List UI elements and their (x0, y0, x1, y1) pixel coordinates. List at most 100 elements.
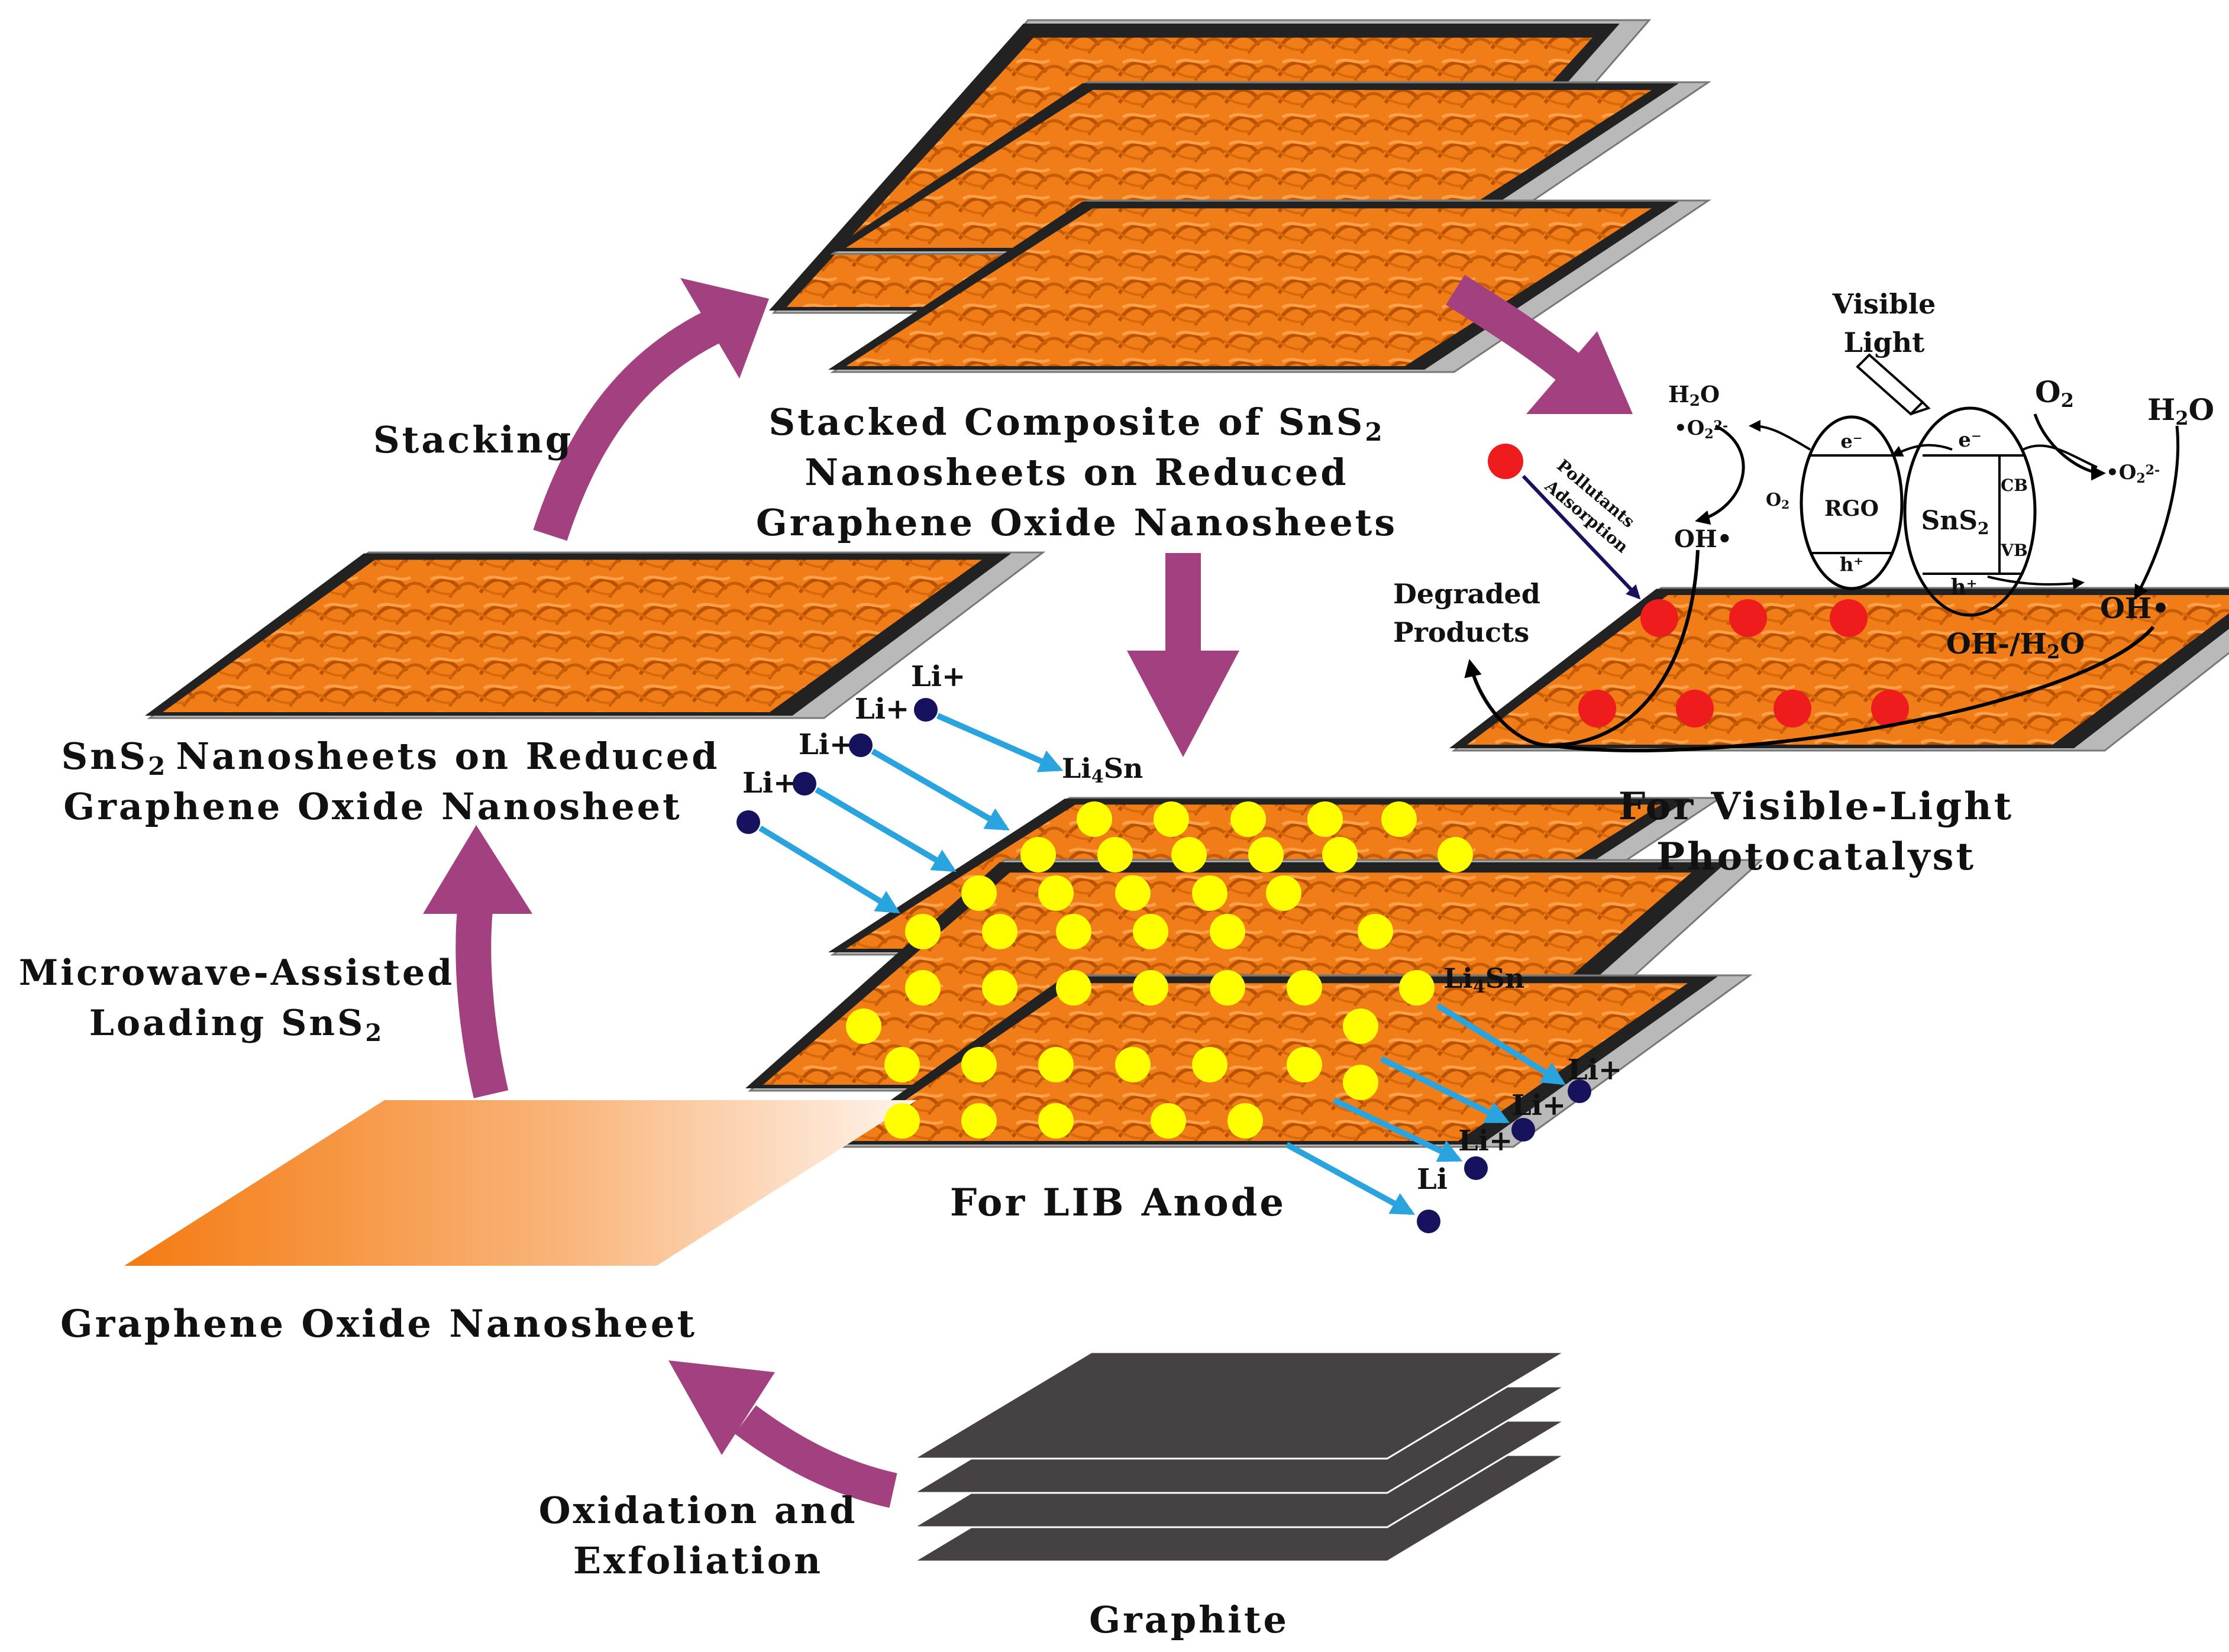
lixsn-label-top: Li4Sn (1062, 752, 1143, 787)
h2o-left-label: H2O (1668, 381, 1720, 410)
li-label-out-2: Li+ (1511, 1089, 1566, 1122)
lixsn-particle (1154, 801, 1189, 837)
pollutant-particle (1830, 599, 1868, 637)
lixsn-particle (1343, 1008, 1378, 1044)
lixsn-particle (884, 1047, 920, 1082)
lixsn-particle (1266, 875, 1301, 911)
li-label-in-1: Li+ (911, 660, 965, 693)
li-insertion-arrow (936, 713, 1064, 772)
photocatalyst-loops (1464, 549, 2155, 752)
cb-label: CB (2001, 476, 2028, 495)
lixsn-particle (982, 914, 1017, 949)
lixsn-particle (1133, 914, 1168, 949)
lixsn-particle (1287, 1047, 1322, 1082)
pollutant-particle (1773, 690, 1811, 728)
stacking-arrow (533, 306, 729, 541)
stacked-composite-title-line3: Graphene Oxide Nanosheets (756, 501, 1397, 544)
rgo-label: RGO (1824, 496, 1879, 521)
to-lib-arrow-head (1127, 651, 1239, 757)
oxidation-arrow (735, 1405, 897, 1508)
pollutant-particle (1578, 690, 1616, 728)
li-label-out-4: Li (1417, 1163, 1448, 1196)
lixsn-particle (1227, 1103, 1263, 1139)
lixsn-particle (846, 1008, 881, 1044)
lixsn-particle (1322, 837, 1358, 872)
li-ion-layer: Li4Sn Li4Sn Li+ Li+ Li+ Li+ Li+ Li+ Li+ … (736, 660, 1622, 1233)
microwave-arrow-head (423, 825, 532, 914)
pollutant-particle (1640, 599, 1678, 637)
microwave-arrow (456, 897, 509, 1098)
sns2-band-ellipse (1903, 406, 2037, 617)
li-ion (914, 698, 938, 722)
lixsn-particle (1248, 837, 1284, 872)
li-insertion-arrow (758, 825, 900, 914)
photocatalyst-label-line1: For Visible-Light (1619, 784, 2014, 829)
photocatalyst-label-line2: Photocatalyst (1656, 835, 1976, 879)
li-extraction-arrow (1332, 1097, 1463, 1162)
lixsn-particle (1020, 837, 1056, 872)
oh-radical-right-label: OH• (2100, 592, 2170, 625)
lixsn-particle (961, 1047, 997, 1082)
li-ion (849, 733, 873, 757)
oh-radical-left-label: OH• (1674, 525, 1732, 553)
sns2-rgo-label-line2: Graphene Oxide Nanosheet (63, 785, 681, 828)
graphite-layer (910, 1351, 1568, 1460)
lixsn-particle (1038, 1103, 1074, 1139)
lixsn-particle (1307, 801, 1343, 837)
li-label-out-3: Li+ (1458, 1124, 1513, 1158)
li-ion (1417, 1210, 1440, 1233)
lixsn-particle (905, 914, 941, 949)
lixsn-particle (1358, 914, 1393, 949)
lixsn-particle (1171, 837, 1207, 872)
lixsn-particle (1381, 801, 1417, 837)
light-beam (1856, 353, 1924, 416)
lixsn-particle (1437, 837, 1473, 872)
li-label-in-2: Li+ (855, 693, 909, 726)
lixsn-particle (1115, 1047, 1151, 1082)
vb-label: VB (2000, 541, 2027, 560)
sns2-layer (846, 208, 1652, 366)
lixsn-particle (1230, 801, 1266, 837)
sns2-electron-label: e⁻ (1958, 428, 1982, 452)
lixsn-particle (1343, 1065, 1378, 1100)
to-photocatalyst-arrow-head (1526, 331, 1633, 414)
lixsn-particle (961, 1103, 997, 1139)
labels: Stacked Composite of SnS2 Nanosheets on … (19, 400, 2014, 1641)
lixsn-particle (1151, 1103, 1186, 1139)
li-label-in-4: Li+ (742, 767, 797, 800)
li-ion (736, 810, 760, 834)
li-label-in-3: Li+ (799, 728, 853, 761)
lixsn-particle (1056, 914, 1091, 949)
li-extraction-arrow (1436, 1003, 1566, 1085)
sns2-layer (163, 560, 982, 712)
lixsn-particle (1038, 875, 1074, 911)
stacking-label: Stacking (373, 418, 573, 461)
superoxide-right-label: •O22- (2106, 461, 2160, 486)
degraded-label-1: Degraded (1393, 578, 1540, 610)
lixsn-particle (905, 970, 941, 1006)
li-insertion-arrow (815, 787, 957, 872)
pollutant-particle (1676, 690, 1714, 728)
stacking-arrow-head (680, 278, 769, 379)
lixsn-particle (1210, 914, 1245, 949)
lixsn-particle (1192, 1047, 1227, 1082)
sns2-label: SnS2 (1921, 506, 1989, 538)
stacked-composite-title-line2: Nanosheets on Reduced (805, 451, 1348, 494)
to-lib-arrow (1165, 553, 1201, 654)
oxidation-arrow-head (668, 1360, 775, 1455)
microwave-label-line2: Loading SnS2 (89, 1003, 384, 1047)
oxidation-label-line1: Oxidation and (539, 1489, 858, 1532)
graphite-label: Graphite (1089, 1598, 1289, 1641)
lixsn-label-right: Li4Sn (1443, 962, 1524, 997)
rgo-hole-label: h⁺ (1840, 553, 1863, 576)
lib-anode-label: For LIB Anode (950, 1181, 1286, 1225)
li-ion (1511, 1118, 1535, 1142)
li-ion (793, 772, 816, 796)
graphene-oxide-sheet (124, 1100, 917, 1266)
visible-light-label-2: Light (1844, 326, 1925, 358)
lixsn-particle (961, 875, 997, 911)
o2-small-label: O2 (1766, 490, 1789, 512)
process-arrows (423, 274, 1633, 1508)
